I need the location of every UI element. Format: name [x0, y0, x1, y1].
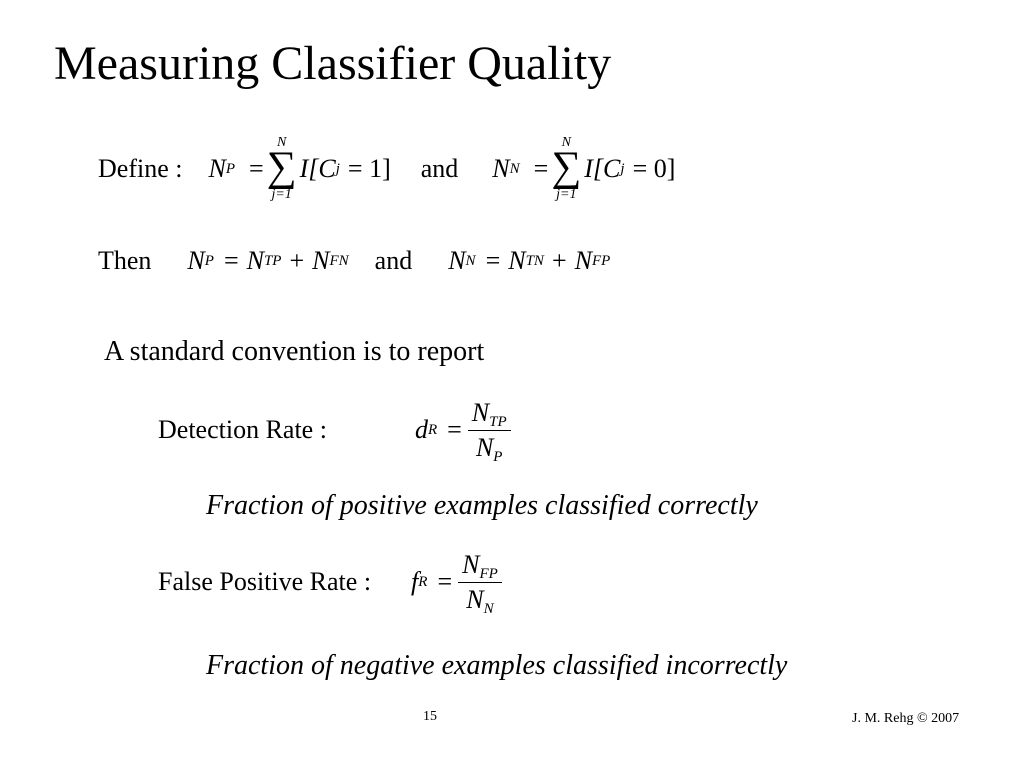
sum-lower-limit: j=1 — [271, 186, 292, 202]
indicator-close-2: = 0] — [632, 153, 676, 183]
detection-numerator: NTP — [468, 398, 511, 430]
detection-den-sub: P — [493, 448, 503, 465]
detection-num-sub: TP — [489, 414, 507, 431]
c-var-2: C — [603, 153, 621, 183]
then-ntp-var: N — [246, 246, 264, 275]
then-np-var: N — [187, 246, 205, 275]
fp-den-var: N — [466, 584, 484, 614]
fp-equals: = — [437, 567, 453, 596]
fp-denominator: NN — [462, 584, 497, 616]
sum-upper-limit: N — [276, 135, 287, 150]
then-equals: = — [223, 246, 239, 275]
and-word: and — [420, 153, 459, 183]
false-positive-caption: Fraction of negative examples classified… — [206, 650, 788, 681]
slide-title: Measuring Classifier Quality — [54, 37, 612, 90]
equals-sign: = — [248, 153, 264, 183]
sigma-symbol: ∑ — [266, 144, 297, 190]
summation-nn: N ∑ j=1 — [551, 136, 581, 202]
false-positive-rate-label: False Positive Rate : — [158, 567, 372, 596]
np-var: N — [208, 153, 226, 183]
fp-numerator: NFP — [458, 550, 502, 582]
detection-rate-label: Detection Rate : — [158, 415, 327, 444]
then-nfp-var: N — [574, 246, 592, 275]
define-label: Define : — [98, 153, 183, 183]
fp-var: f — [411, 567, 419, 596]
fp-num-sub: FP — [479, 566, 498, 583]
detection-den-var: N — [475, 432, 494, 462]
sum-upper-limit-2: N — [561, 135, 571, 150]
c-var: C — [318, 153, 336, 183]
then-plus-2: + — [551, 246, 567, 275]
fraction-bar — [467, 429, 511, 431]
fp-num-var: N — [462, 550, 480, 580]
detection-fraction: NTP NP — [467, 398, 511, 464]
detection-caption: Fraction of positive examples classified… — [206, 490, 758, 521]
fp-fraction: NFP NN — [458, 550, 502, 616]
then-nn-var: N — [448, 246, 466, 275]
detection-equals: = — [447, 415, 462, 444]
detection-num-var: N — [471, 398, 490, 428]
page-number: 15 — [423, 709, 437, 724]
sum-lower-limit-2: j=1 — [556, 186, 577, 202]
fp-den-sub: N — [483, 600, 494, 617]
then-plus: + — [289, 246, 305, 275]
footer-author: J. M. Rehg © 2007 — [852, 711, 960, 726]
fraction-bar-2 — [458, 581, 502, 583]
detection-denominator: NP — [472, 432, 507, 464]
indicator-open-2: I[ — [584, 153, 604, 183]
then-and-word: and — [374, 246, 413, 275]
equals-sign-2: = — [533, 153, 549, 183]
sigma-symbol-2: ∑ — [551, 144, 582, 190]
then-label: Then — [98, 246, 152, 275]
indicator-open: I[ — [299, 153, 319, 183]
then-nfn-var: N — [312, 246, 330, 275]
summation-np: N ∑ j=1 — [267, 136, 297, 202]
detection-var: d — [414, 415, 428, 444]
then-equals-2: = — [485, 246, 501, 275]
then-ntn-var: N — [508, 246, 526, 275]
indicator-close-1: = 1] — [347, 153, 391, 183]
nn-var: N — [492, 153, 510, 183]
convention-text: A standard convention is to report — [104, 336, 485, 367]
